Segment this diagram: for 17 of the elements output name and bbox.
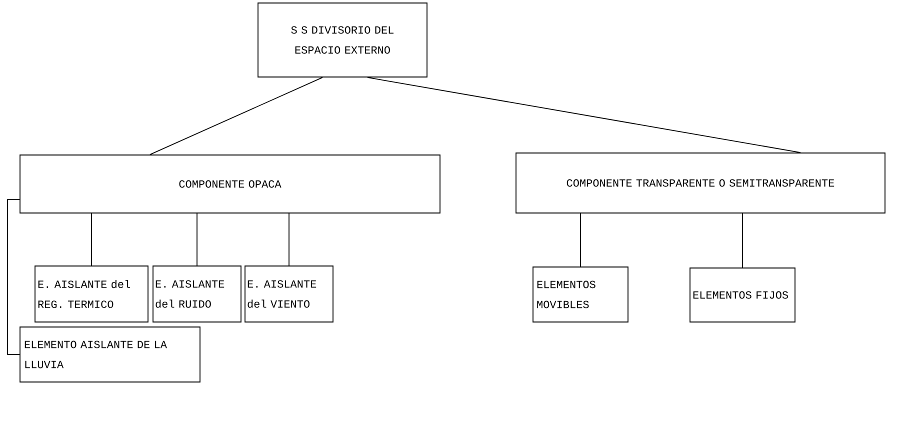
category-box: COMPONENTE OPACA [20,154,440,214]
category-box: S S DIVISORIO DEL ESPACIO EXTERNO [258,2,428,78]
connector-line [91,213,92,266]
connector-line [150,77,323,155]
connector-line [580,213,581,267]
connector-line [367,77,801,153]
category-box: COMPONENTE TRANSPARENTE O SEMITRANSPARENTE [516,152,886,214]
connector-line [742,213,743,268]
category-box: ELEMENTOS MOVIBLES [532,266,628,322]
category-box: ELEMENTOS FIJOS [690,268,796,322]
category-box: ELEMENTO AISLANTE DE LA LLUVIA [20,326,200,382]
connector-line [288,213,290,266]
category-box: E. AISLANTE del VIENTO [244,266,334,322]
connector-line [196,213,198,266]
category-box: E. AISLANTE del REG. TERMICO [34,266,148,322]
connector-line [7,199,20,355]
category-box: E. AISLANTE del RUIDO [152,266,242,322]
